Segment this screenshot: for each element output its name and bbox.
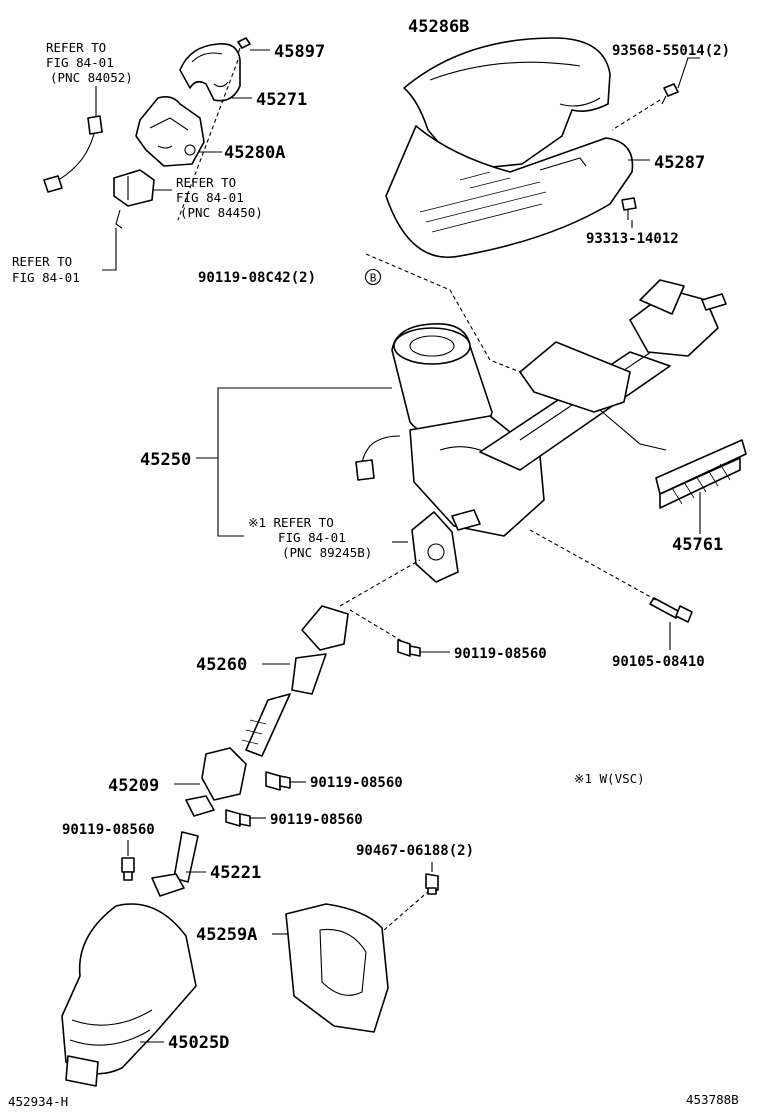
label-note-vsc: ※1 W(VSC): [574, 771, 645, 786]
bolt-90467-06188: [425, 873, 439, 895]
label-circle-b: B: [370, 272, 377, 285]
label-45280a: 45280A: [224, 143, 285, 163]
part-45250-column-assembly: [355, 279, 727, 537]
circle-b-marker: [364, 268, 382, 286]
bolt-90105-08410: [649, 597, 693, 623]
part-45287-lower-cover: [385, 125, 634, 258]
label-ref3-line1: REFER TO: [12, 254, 72, 269]
label-93568: 93568-55014(2): [612, 43, 730, 59]
label-90119-08c42: 90119-08C42(2): [198, 270, 316, 286]
label-45025d: 45025D: [168, 1033, 229, 1053]
label-ref4-line1: ※1 REFER TO: [248, 515, 334, 530]
bolt-90119-08560-c: [225, 809, 251, 827]
bolt-90119-08560-a: [397, 639, 421, 657]
part-45259a-boot-plate: [285, 889, 431, 1033]
label-code-left: 452934-H: [8, 1094, 68, 1109]
screw-93568: [661, 83, 679, 105]
dash-90105: [529, 529, 657, 601]
label-45761: 45761: [672, 535, 723, 555]
label-90119-c: 90119-08560: [270, 812, 363, 828]
label-ref1-line3: (PNC 84052): [50, 70, 133, 85]
bolt-90119-08560-b: [265, 771, 291, 791]
label-90467: 90467-06188(2): [356, 843, 474, 859]
part-45221-lower-shaft: [151, 831, 199, 897]
part-45260-intermediate-shaft: [241, 605, 415, 757]
label-ref1-line2: FIG 84-01: [46, 55, 114, 70]
label-ref4-line2: FIG 84-01: [278, 530, 346, 545]
screw-93313: [621, 197, 637, 220]
leader-ref3: [102, 228, 117, 271]
label-45260: 45260: [196, 655, 247, 675]
label-45271: 45271: [256, 90, 307, 110]
label-ref3-line2: FIG 84-01: [12, 270, 80, 285]
label-45221: 45221: [210, 863, 261, 883]
dash-axis-top-left: [177, 59, 239, 221]
label-45286b: 45286B: [408, 17, 469, 37]
label-93313: 93313-14012: [586, 231, 679, 247]
part-89245b-sensor: [411, 511, 459, 583]
part-84450-sensor: [113, 169, 155, 207]
dash-shaft-axis: [339, 559, 421, 607]
bracket-45250: [217, 387, 392, 537]
leader-93568: [677, 57, 700, 89]
label-ref1-line1: REFER TO: [46, 40, 106, 55]
dash-93568: [611, 99, 661, 131]
label-90119-a: 90119-08560: [454, 646, 547, 662]
label-code-right: 453788B: [686, 1092, 739, 1107]
part-45286b-upper-cover: [403, 37, 611, 171]
dash-cover-to-column: [365, 253, 541, 381]
part-45271-bracket: [179, 43, 241, 102]
label-45287: 45287: [654, 153, 705, 173]
label-90119-d: 90119-08560: [62, 822, 155, 838]
part-45761-bracket-plate: [655, 439, 747, 509]
label-ref2-line3: (PNC 84450): [180, 205, 263, 220]
label-45209: 45209: [108, 776, 159, 796]
small-screw-lower: [115, 209, 123, 229]
bolt-90119-08560-d: [121, 857, 135, 881]
part-45280a-switch-body: [135, 96, 205, 167]
part-84052-wire-connector: [43, 115, 103, 193]
label-45897: 45897: [274, 42, 325, 62]
label-90119-b: 90119-08560: [310, 775, 403, 791]
label-ref2-line2: FIG 84-01: [176, 190, 244, 205]
part-45025d-boot: [61, 903, 197, 1087]
label-90105: 90105-08410: [612, 654, 705, 670]
label-45250: 45250: [140, 450, 191, 470]
label-ref4-line3: (PNC 89245B): [282, 545, 372, 560]
part-45209-universal-joint: [185, 747, 247, 817]
label-45259a: 45259A: [196, 925, 257, 945]
label-ref2-line1: REFER TO: [176, 175, 236, 190]
